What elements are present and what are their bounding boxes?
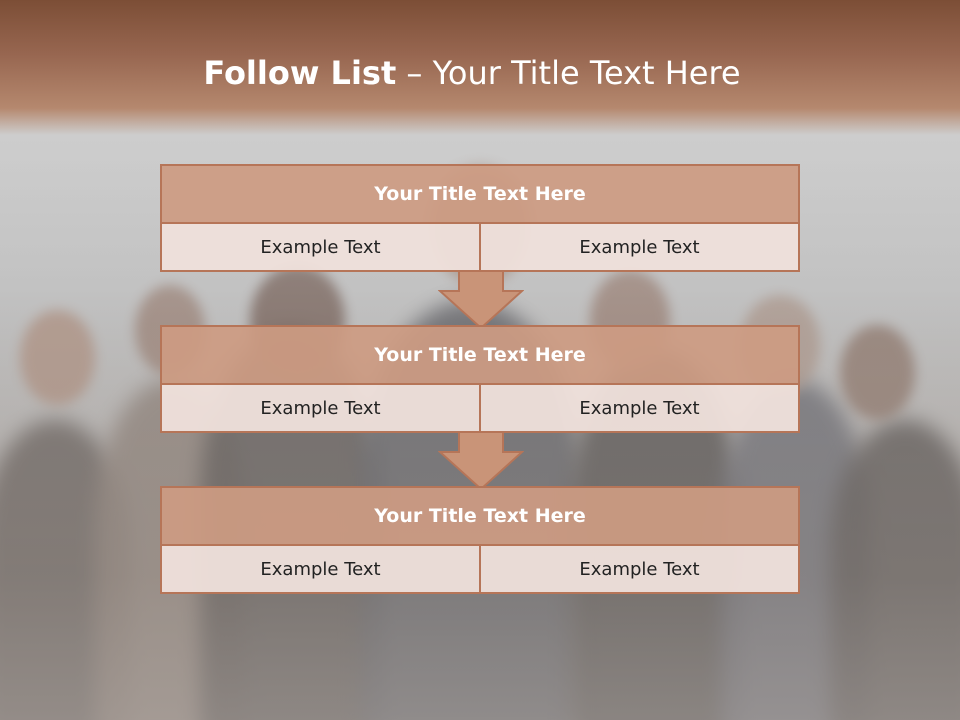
step-block-left-text: Example Text <box>260 397 381 419</box>
step-block-right-text: Example Text <box>479 385 798 431</box>
step-block-title: Your Title Text Here <box>162 166 798 224</box>
down-arrow-icon <box>438 432 524 490</box>
step-block-right-text: Example Text <box>479 224 798 270</box>
step-block-row: Example Text Example Text <box>162 546 798 592</box>
step-block-right-text: Example Text <box>479 546 798 592</box>
step-block-1: Your Title Text Here Example Text Exampl… <box>160 164 800 272</box>
step-block-3: Your Title Text Here Example Text Exampl… <box>160 486 800 594</box>
step-block-row: Example Text Example Text <box>162 385 798 431</box>
step-block-row: Example Text Example Text <box>162 224 798 270</box>
step-block-title: Your Title Text Here <box>162 488 798 546</box>
step-block-title: Your Title Text Here <box>162 327 798 385</box>
step-block-left-text: Example Text <box>260 236 381 258</box>
title-band <box>0 0 960 135</box>
down-arrow-icon <box>438 271 524 329</box>
slide-title-bold: Follow List <box>203 54 397 92</box>
slide-title: Follow List – Your Title Text Here <box>0 54 944 92</box>
slide-title-rest: – Your Title Text Here <box>396 54 741 92</box>
step-block-2: Your Title Text Here Example Text Exampl… <box>160 325 800 433</box>
step-block-left-text: Example Text <box>260 558 381 580</box>
